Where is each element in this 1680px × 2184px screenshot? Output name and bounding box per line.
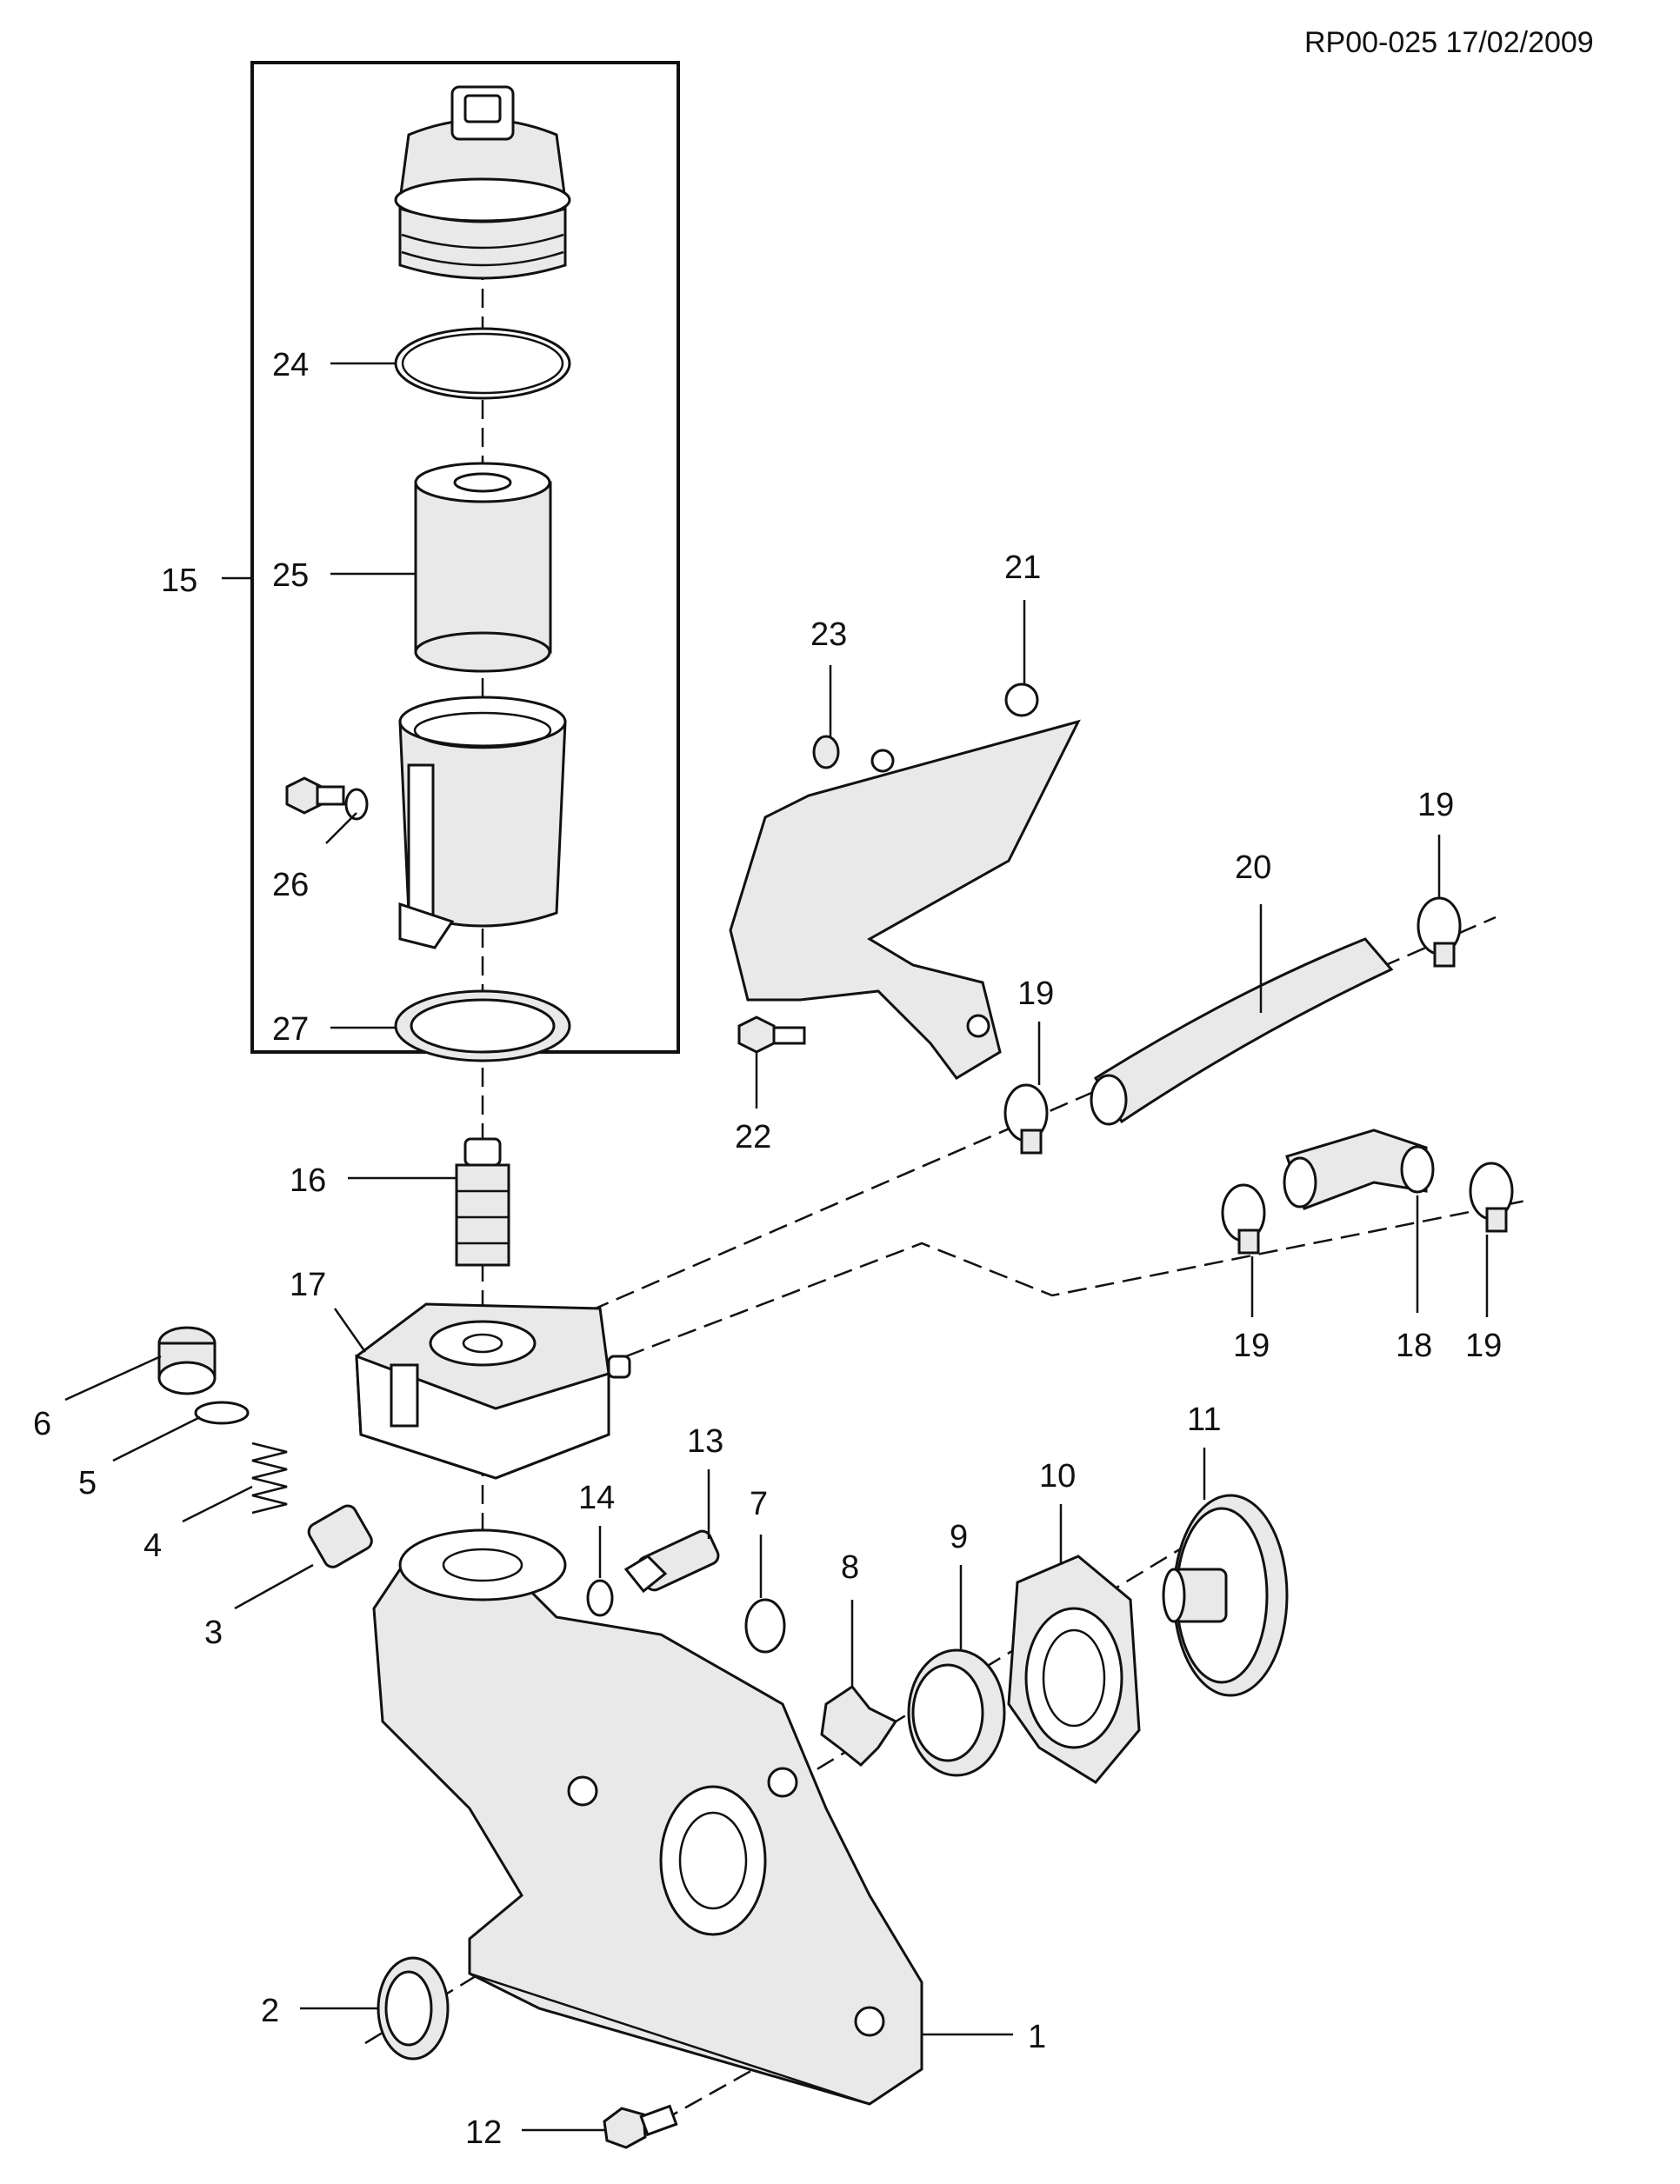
inner-rotor-part [820, 1684, 898, 1768]
hose-clamp-c-part [1221, 1183, 1266, 1255]
callout-23: 23 [810, 616, 847, 653]
oil-pump-housing-part [372, 1528, 923, 2106]
relief-valve-piston-part [307, 1504, 373, 1568]
callout-12: 12 [465, 2114, 502, 2151]
small-o-ring-part [744, 1598, 786, 1654]
callout-24: 24 [272, 347, 309, 383]
callout-19-middle: 19 [1017, 975, 1054, 1012]
hose-clamp-b-part [1417, 896, 1462, 968]
leader-26 [325, 812, 357, 844]
callout-4: 4 [143, 1528, 162, 1564]
hose-clamp-a-part [1003, 1083, 1049, 1155]
callout-11: 11 [1187, 1402, 1221, 1438]
hose-bracket-part [729, 682, 1081, 1080]
leader-6 [64, 1355, 162, 1402]
outer-rotor-part [907, 1648, 1006, 1777]
bracket-nut-part [812, 735, 840, 769]
callout-21: 21 [1004, 549, 1041, 586]
center-bolt-part [455, 1137, 510, 1267]
callout-25: 25 [272, 557, 309, 594]
callout-20: 20 [1235, 849, 1271, 886]
pump-cover-part [1007, 1555, 1141, 1784]
shaft-seal-part [377, 1956, 450, 2061]
callout-26: 26 [272, 867, 309, 903]
callout-17: 17 [290, 1267, 326, 1303]
callout-7: 7 [750, 1486, 768, 1522]
callout-14: 14 [578, 1480, 615, 1516]
leader-3 [234, 1563, 314, 1610]
callout-27: 27 [272, 1011, 309, 1048]
hose-clamp-d-part [1469, 1162, 1514, 1233]
leader-4 [182, 1485, 253, 1523]
callout-9: 9 [950, 1519, 968, 1555]
callout-19-upper: 19 [1417, 787, 1454, 823]
callout-13: 13 [687, 1423, 723, 1460]
relief-valve-washer-part [194, 1401, 250, 1425]
callout-19-lower-left: 19 [1233, 1328, 1270, 1364]
callout-18: 18 [1396, 1328, 1432, 1364]
callout-3: 3 [204, 1615, 223, 1651]
filter-cap-part [394, 85, 571, 280]
callout-15: 15 [161, 563, 197, 599]
leader-17 [333, 1308, 367, 1353]
drive-gear-part [1162, 1494, 1289, 1697]
cap-o-ring-part [394, 327, 571, 400]
pump-bolt-part [603, 2104, 678, 2149]
pressure-switch-part [623, 1529, 720, 1594]
filter-housing-part [398, 696, 567, 949]
relief-valve-spring-part [251, 1442, 288, 1515]
leader-5 [112, 1415, 201, 1462]
callout-19-lower-right: 19 [1465, 1328, 1502, 1364]
callout-2: 2 [261, 1993, 279, 2029]
callout-6: 6 [33, 1406, 51, 1442]
callout-10: 10 [1039, 1458, 1076, 1495]
hose-axis-lower [625, 1198, 1531, 1358]
callout-8: 8 [841, 1549, 859, 1586]
bracket-screw-part [737, 1015, 806, 1054]
document-reference: RP00-025 17/02/2009 [1304, 26, 1594, 59]
drain-plug-part [285, 776, 369, 821]
callout-16: 16 [290, 1162, 326, 1199]
coolant-hose-lower-part [1283, 1129, 1435, 1210]
filter-element-part [414, 462, 552, 673]
coolant-hose-upper-part [1090, 937, 1394, 1126]
callout-22: 22 [735, 1119, 771, 1155]
pressure-switch-washer-part [586, 1579, 614, 1617]
relief-valve-plug-part [157, 1326, 217, 1395]
oil-cooler-part [355, 1302, 631, 1480]
callout-1: 1 [1028, 2019, 1046, 2055]
callout-5: 5 [78, 1465, 97, 1502]
